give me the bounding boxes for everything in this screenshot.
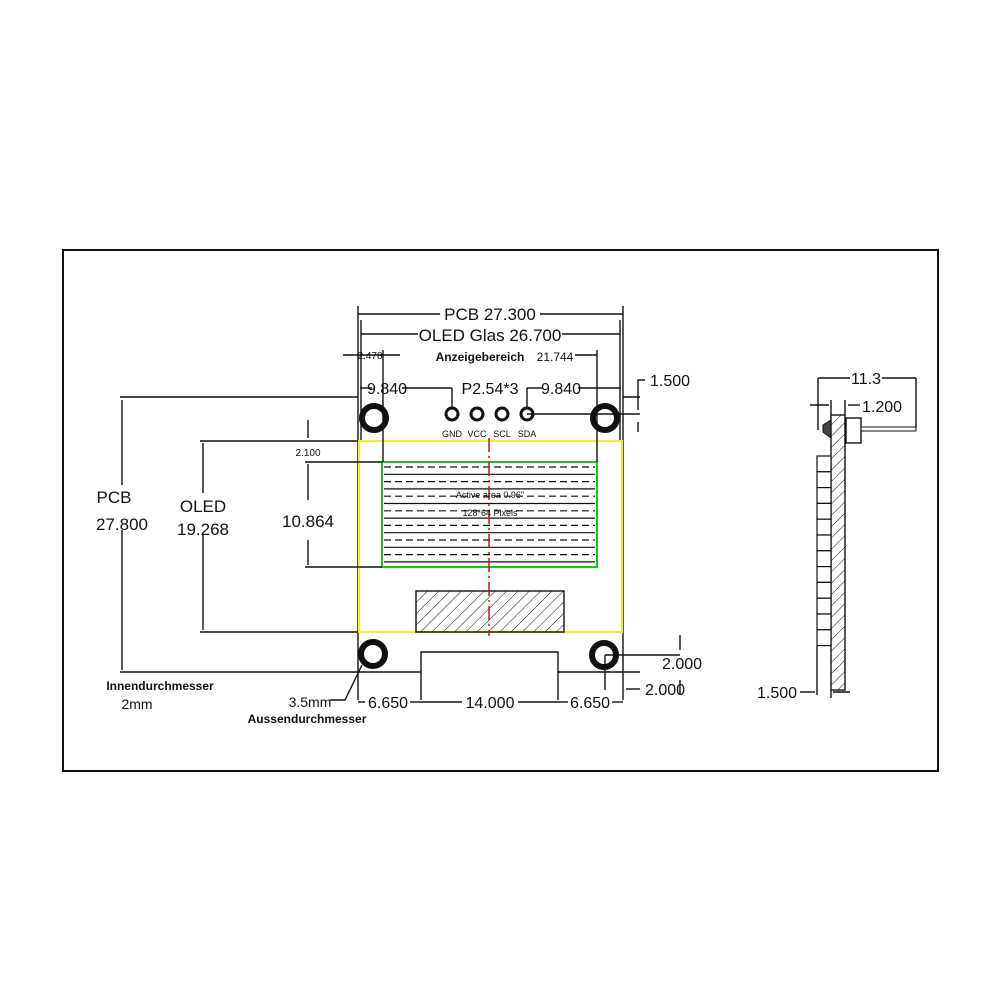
glass-segment <box>816 518 832 536</box>
side-glass-thickness: 1.500 <box>757 685 797 702</box>
pin-pitch: P2.54*3 <box>462 381 519 398</box>
mounting-hole-icon <box>590 403 620 433</box>
side-total-depth: 11.3 <box>851 371 881 388</box>
glass-segment <box>816 629 832 647</box>
hole-offset-bottom-y: 2.000 <box>662 656 702 673</box>
glass-segment <box>816 471 832 489</box>
driver-ic <box>415 590 565 633</box>
mounting-holes <box>358 403 620 670</box>
pin-holes <box>444 406 535 422</box>
pcb-height-dimension: 27.800 <box>96 515 148 534</box>
pcb-width-dimension: PCB 27.300 <box>444 305 536 324</box>
oled-height-label: OLED <box>180 497 226 516</box>
side-pcb-thickness: 1.200 <box>862 399 902 416</box>
pin-label-scl: SCL <box>493 429 511 439</box>
glass-segment <box>816 455 832 473</box>
inner-diameter-label: Innendurchmesser <box>106 679 214 693</box>
connector-width: 14.000 <box>466 695 515 712</box>
glass-segment <box>816 565 832 583</box>
side-view <box>800 377 917 698</box>
hole-offset-top: 1.500 <box>650 373 690 390</box>
pin-label-sda: SDA <box>518 429 537 439</box>
active-area-offset: 2.100 <box>295 448 320 459</box>
pcb-height-label: PCB <box>97 488 132 507</box>
hole-to-pins-right: 9.840 <box>541 381 581 398</box>
mounting-hole-icon <box>358 639 388 669</box>
active-area-height: 10.864 <box>282 512 334 531</box>
drawing-frame <box>62 249 939 772</box>
glass-segment <box>816 597 832 615</box>
glass-segment <box>816 534 832 552</box>
active-area-size: Active area 0.96" <box>456 490 524 500</box>
glass-segment <box>816 502 832 520</box>
hole-offset-bottom-x: 2.000 <box>645 682 685 699</box>
mounting-hole-icon <box>359 403 389 433</box>
display-area-width: 21.744 <box>537 350 574 364</box>
active-area-resolution: 128*64 Pixels <box>462 508 518 518</box>
glass-segment <box>816 581 832 599</box>
oled-height-dimension: 19.268 <box>177 520 229 539</box>
dimension-lines <box>121 313 681 703</box>
pin-label-vcc: VCC <box>467 429 487 439</box>
inner-diameter: 2mm <box>121 696 152 712</box>
display-area-label: Anzeigebereich <box>436 350 525 364</box>
display-area-offset: 2.478 <box>357 351 382 362</box>
glass-segment <box>816 613 832 631</box>
outer-diameter-label: Aussendurchmesser <box>248 712 367 726</box>
bottom-left-margin: 6.650 <box>368 695 408 712</box>
hole-to-pins-left: 9.840 <box>367 381 407 398</box>
bottom-right-margin: 6.650 <box>570 695 610 712</box>
glass-segment <box>816 487 832 505</box>
glass-segment <box>816 550 832 568</box>
oled-glass-width-dimension: OLED Glas 26.700 <box>419 326 562 345</box>
pin-label-gnd: GND <box>442 429 463 439</box>
outer-diameter: 3.5mm <box>289 694 332 710</box>
